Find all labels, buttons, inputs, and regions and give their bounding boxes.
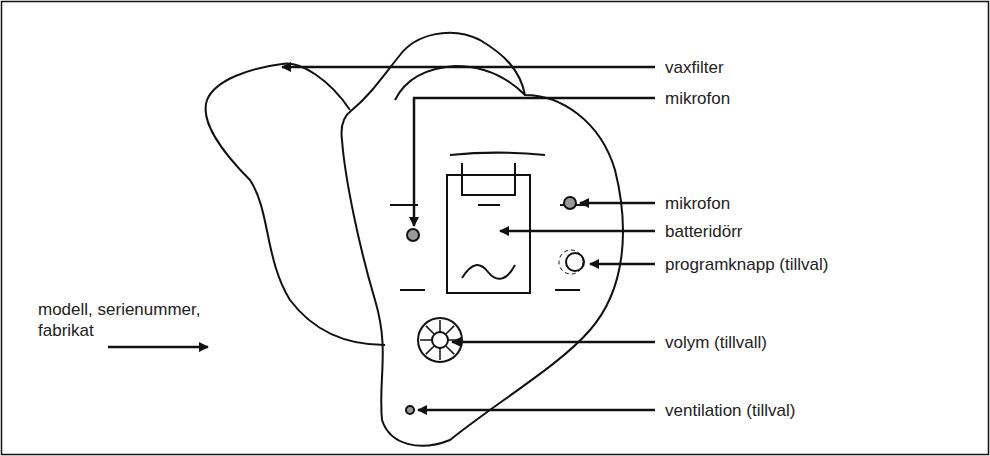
part-label: mikrofon — [665, 88, 730, 109]
part-label: batteridörr — [665, 221, 742, 242]
program-button — [566, 253, 584, 271]
vent-hole — [406, 406, 414, 414]
part-label: ventilation (tillval) — [665, 400, 795, 421]
microphone — [407, 229, 419, 241]
microphone — [564, 197, 576, 209]
shell-outline — [206, 33, 623, 446]
faceplate — [390, 153, 588, 414]
volume-wheel — [418, 318, 462, 362]
part-label: mikrofon — [665, 193, 730, 214]
part-label: programknapp (tillval) — [665, 254, 828, 275]
note-label: modell, serienummer, fabrikat — [38, 299, 218, 341]
part-label: volym (tillvall) — [665, 332, 767, 353]
battery-door — [447, 175, 530, 293]
leader-lines — [108, 67, 655, 410]
part-label: vaxfilter — [665, 57, 724, 78]
